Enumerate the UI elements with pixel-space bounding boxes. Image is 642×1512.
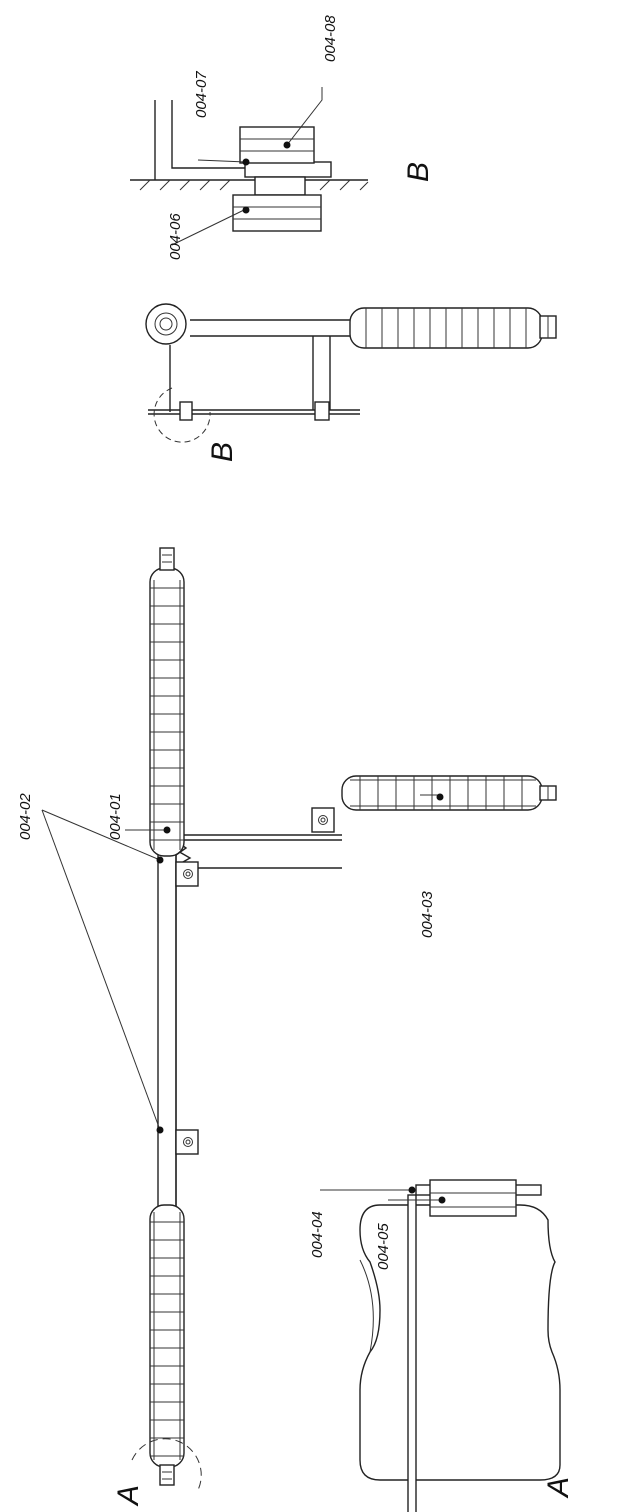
insulator-view-b [349,307,557,349]
label-004-02: 004-02 [17,793,34,840]
label-004-07: 004-07 [193,71,210,118]
leaders [41,87,446,1204]
view-label-b-main: B [206,442,239,462]
main-assembly [131,547,557,1491]
label-004-04: 004-04 [309,1211,326,1258]
detail-a-circle [131,1438,202,1491]
plate-004-04 [407,1194,417,1512]
detail-b [130,100,369,232]
detail-b-circle [153,387,211,443]
nut-004-08 [239,126,315,164]
label-004-08: 004-08 [322,15,339,62]
label-004-06: 004-06 [167,213,184,260]
detail-a [359,1179,561,1512]
bracket-branch [311,807,335,833]
hinge-eye [145,303,187,345]
label-004-03: 004-03 [419,891,436,938]
insulator-lower [149,1204,185,1486]
washer-004-07 [244,161,332,178]
view-label-a-main: A [112,1485,145,1507]
view-b [145,303,557,443]
label-004-01: 004-01 [107,793,124,840]
bracket-bottom [175,1129,199,1155]
insulator-branch [341,775,557,811]
view-label-b-detail: B [402,162,435,182]
bracket-top [175,861,199,887]
crossbar-004-01 [157,849,177,1211]
labels: 004-02 004-01 004-03 004-04 004-05 004-0… [17,15,575,1507]
insulator-upper [149,547,185,857]
view-label-a-detail: A [542,1477,575,1499]
label-004-05: 004-05 [375,1223,392,1270]
